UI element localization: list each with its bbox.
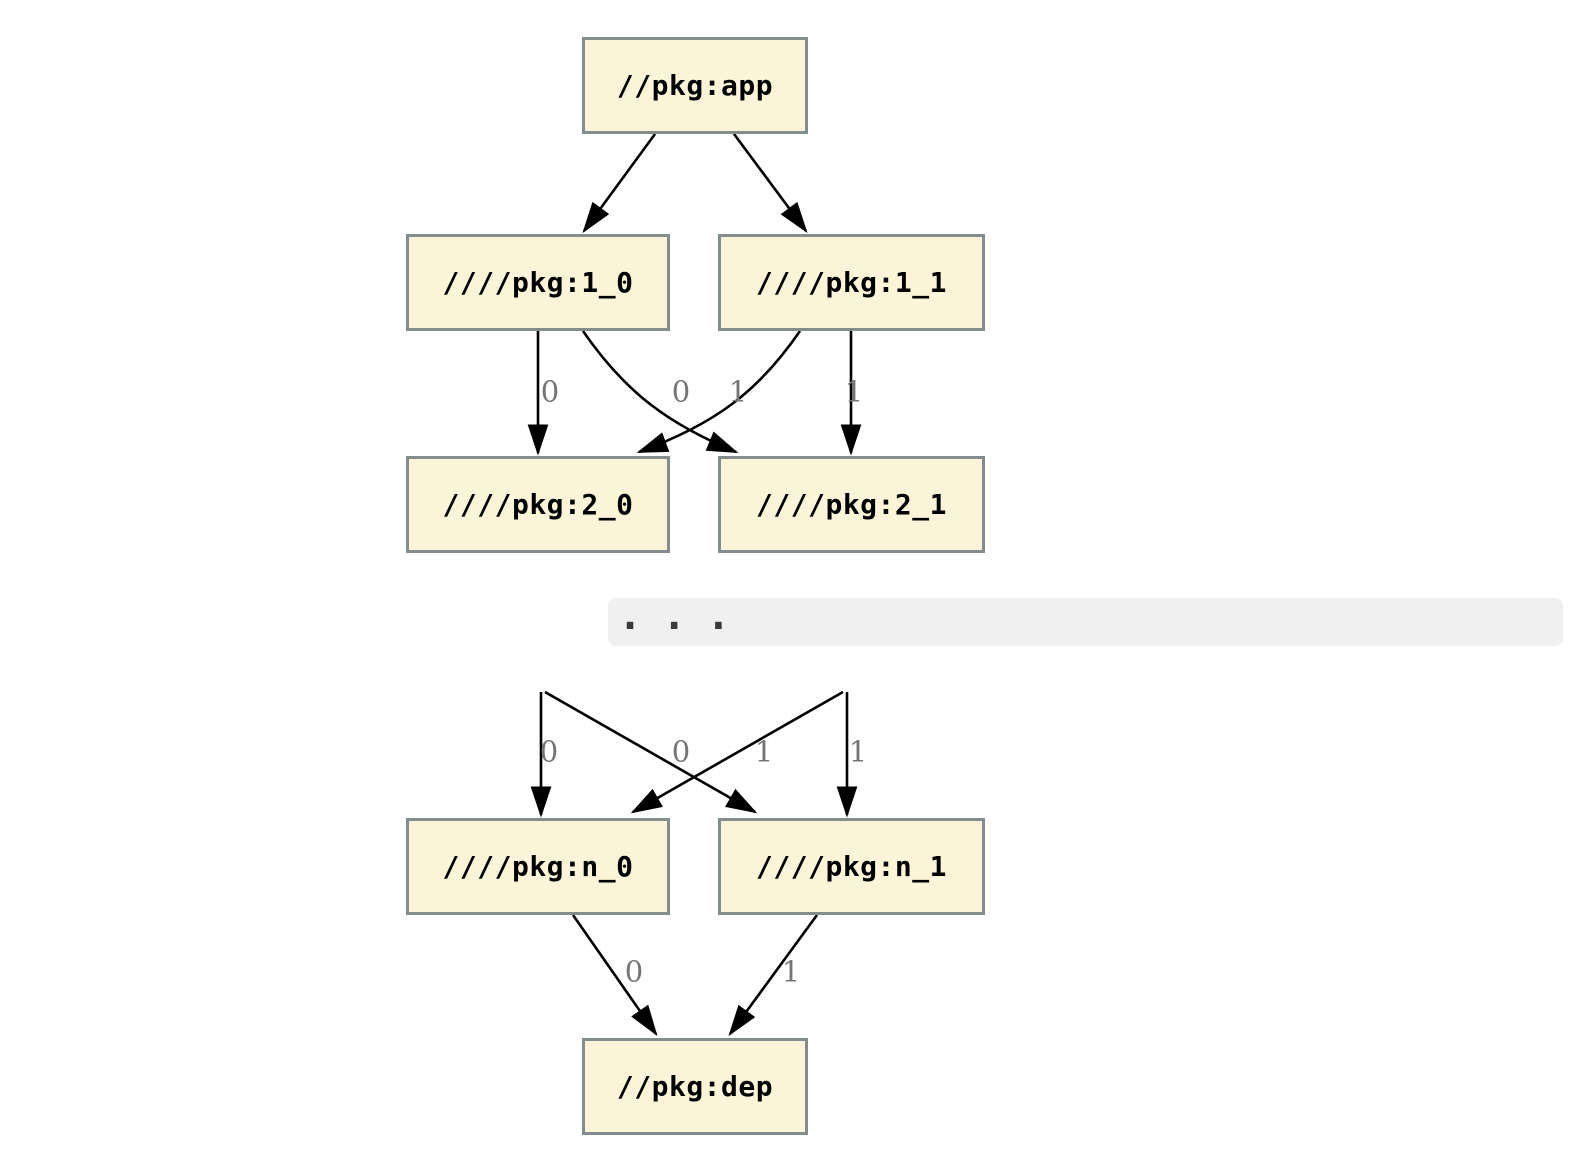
node-app: //pkg:app (582, 37, 808, 134)
edge-1_1-to-2_0 (636, 330, 802, 454)
ellipsis-dots: . . . (618, 593, 730, 639)
edge-label-1_0-2_0: 0 (540, 374, 560, 409)
edge-label-1_1-2_0: 0 (671, 374, 691, 409)
edge-label-1_0-2_1: 1 (728, 374, 748, 409)
edge-label-n_1-dep: 1 (781, 954, 801, 989)
node-dep: //pkg:dep (582, 1038, 808, 1135)
node-1_0: ////pkg:1_0 (406, 234, 670, 331)
edge-prev-to-n_1-cross (544, 690, 758, 814)
node-2_1: ////pkg:2_1 (718, 456, 985, 553)
edge-1_0-to-2_1 (581, 330, 739, 454)
edge-prev-to-n_0-cross (630, 690, 844, 814)
node-n_1: ////pkg:n_1 (718, 818, 985, 915)
edge-label-1_1-2_1: 1 (844, 374, 864, 409)
node-2_0: ////pkg:2_0 (406, 456, 670, 553)
edge-label-prev-n_0: 0 (539, 734, 559, 769)
edge-app-to-1_0 (582, 133, 657, 234)
ellipsis-band: . . . (608, 593, 1563, 646)
edge-n_0-to-dep (571, 914, 658, 1037)
edge-app-to-1_1 (732, 133, 808, 234)
edge-label-n_0-dep: 0 (624, 954, 644, 989)
node-n_0: ////pkg:n_0 (406, 818, 670, 915)
edge-n_1-to-dep (728, 914, 819, 1037)
edge-label-prev-n_0-cross: 0 (671, 734, 691, 769)
edge-label-prev-n_1-cross: 1 (754, 734, 774, 769)
node-1_1: ////pkg:1_1 (718, 234, 985, 331)
edge-label-prev-n_1: 1 (848, 734, 868, 769)
